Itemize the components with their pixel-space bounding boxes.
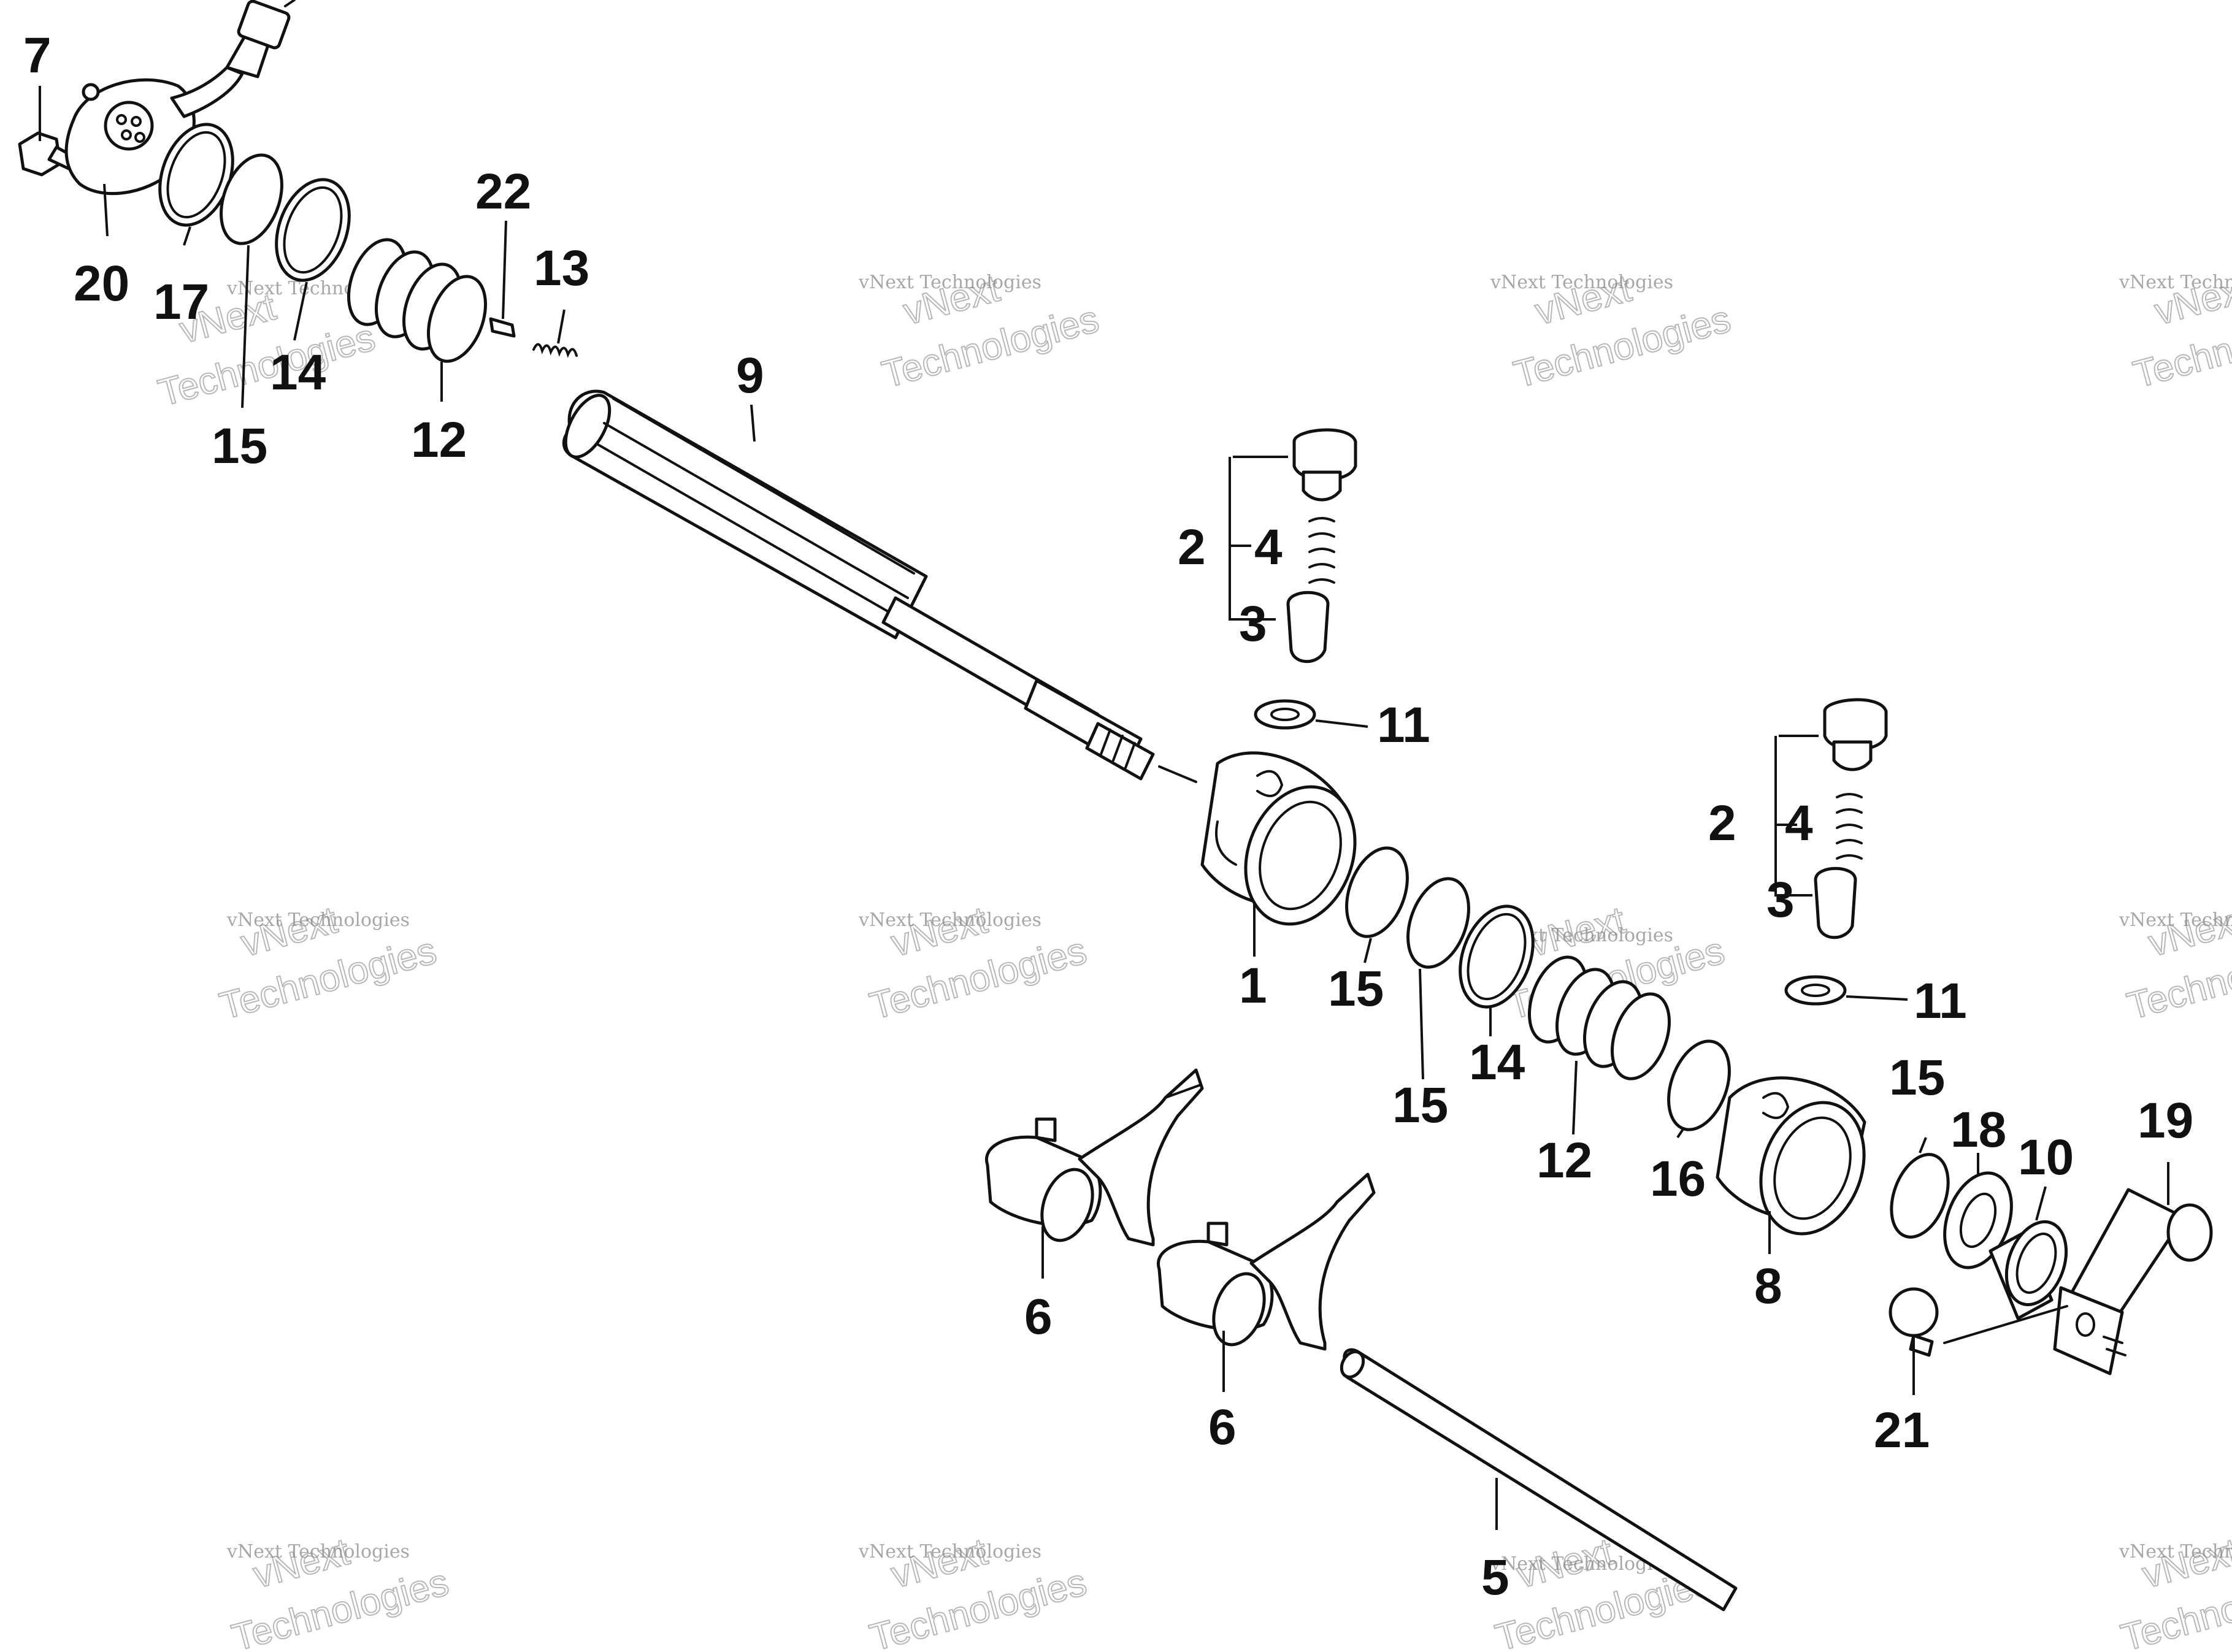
bushing-10 (1988, 1220, 2068, 1320)
watermark: vNext Technologies (215, 898, 441, 1028)
watermark: vNext Technologies (2122, 898, 2232, 1028)
callout-14: 14 (1469, 1034, 1525, 1090)
callout-13: 13 (534, 240, 589, 296)
fork-shaft-5 (1340, 1348, 1738, 1612)
watermark-vnext: vNext (2144, 899, 2232, 965)
callout-14: 14 (270, 345, 326, 400)
callout-6: 6 (1024, 1289, 1053, 1345)
watermark-caption: vNext Technologies (858, 272, 1041, 293)
callout-18: 18 (1950, 1102, 2006, 1158)
watermark: vNext Technologies (877, 267, 1103, 397)
leader-lines (39, 86, 2169, 1530)
callout-3: 3 (1766, 872, 1795, 928)
callout-1: 1 (1239, 958, 1267, 1014)
callout-11: 11 (1377, 697, 1430, 753)
callout-12: 12 (1536, 1133, 1592, 1188)
washer-11a (1254, 699, 1316, 730)
watermark-vnext: vNext (249, 1531, 354, 1597)
circlip-15a (220, 153, 283, 245)
callout-3: 3 (1239, 596, 1267, 652)
shift-arm-19 (2053, 1188, 2213, 1375)
callouts: 7 20 17 15 14 12 22 13 9 2 4 3 11 1 15 1… (23, 28, 2193, 1605)
shift-shaft-9 (562, 389, 1197, 783)
callout-5: 5 (1481, 1550, 1509, 1605)
callout-15: 15 (1328, 961, 1384, 1017)
shift-drum-1 (1200, 751, 1357, 926)
washer-11b (1784, 975, 1847, 1006)
callout-2: 2 (1178, 519, 1206, 575)
spring-12b (1527, 955, 1671, 1080)
watermark-caption: vNext Technologies (226, 909, 410, 931)
watermark-caption: vNext Technologies (858, 909, 1041, 931)
watermark: vNext Technologies (2116, 1530, 2232, 1652)
callout-7: 7 (23, 28, 52, 83)
callout-2: 2 (1708, 795, 1736, 851)
callout-9: 9 (736, 348, 764, 403)
detent-assembly-upper (1254, 428, 1357, 730)
circlip-15c (1406, 877, 1470, 969)
callout-22: 22 (475, 164, 531, 220)
watermark: vNext Technologies (865, 898, 1091, 1028)
callout-21: 21 (1874, 1402, 1930, 1458)
callout-4: 4 (1254, 519, 1283, 575)
watermark: vNext Technologies (2128, 267, 2232, 397)
spring-13 (532, 343, 578, 358)
callout-15: 15 (212, 418, 267, 474)
watermark: vNext Technologies (865, 1530, 1091, 1652)
watermark-caption: vNext Technologies (858, 1541, 1041, 1562)
spring-12a (347, 238, 488, 363)
callout-15: 15 (1889, 1050, 1945, 1106)
callout-8: 8 (1754, 1258, 1782, 1314)
callout-12: 12 (411, 412, 467, 468)
callout-17: 17 (153, 274, 209, 330)
watermark: vNext Technologies (1509, 267, 1735, 397)
washer-14b (1459, 904, 1535, 1009)
washer-14a (275, 178, 351, 282)
watermark-vnext: vNext (237, 899, 342, 965)
watermark-vnext: vNext (2138, 1531, 2232, 1597)
callout-10: 10 (2018, 1130, 2074, 1185)
watermark-caption: vNext Technologies (2119, 1541, 2232, 1562)
washer-18 (1943, 1171, 2013, 1269)
callout-4: 4 (1785, 795, 1813, 851)
shift-fork-6b (1157, 1172, 1376, 1351)
watermark-vnext: vNext (887, 899, 992, 965)
callout-15: 15 (1392, 1077, 1448, 1133)
sensor-assembly (18, 0, 578, 363)
sensor-plate-20 (64, 0, 296, 196)
watermark-vnext: vNext (887, 1531, 992, 1597)
circlip-15b (1345, 846, 1409, 938)
shift-fork-6a (985, 1068, 1204, 1247)
watermark-caption: vNext Technologies (1490, 272, 1673, 293)
callout-20: 20 (74, 256, 129, 312)
detent-assembly-lower (1784, 698, 1888, 1006)
callout-11: 11 (1914, 973, 1967, 1029)
callout-6: 6 (1208, 1399, 1237, 1455)
callout-19: 19 (2138, 1093, 2193, 1149)
watermark-caption: vNext Technologies (226, 1541, 410, 1562)
circlip-15d (1890, 1153, 1950, 1239)
pin-22 (489, 317, 516, 338)
callout-16: 16 (1650, 1151, 1706, 1207)
bolt-21 (1889, 1287, 2068, 1357)
watermark-caption: vNext Technologies (2119, 272, 2232, 293)
watermark-caption: vNext Technologies (2119, 909, 2232, 931)
shift-drum-8 (1716, 1076, 1866, 1236)
watermark: vNext Technologies (227, 1530, 453, 1652)
